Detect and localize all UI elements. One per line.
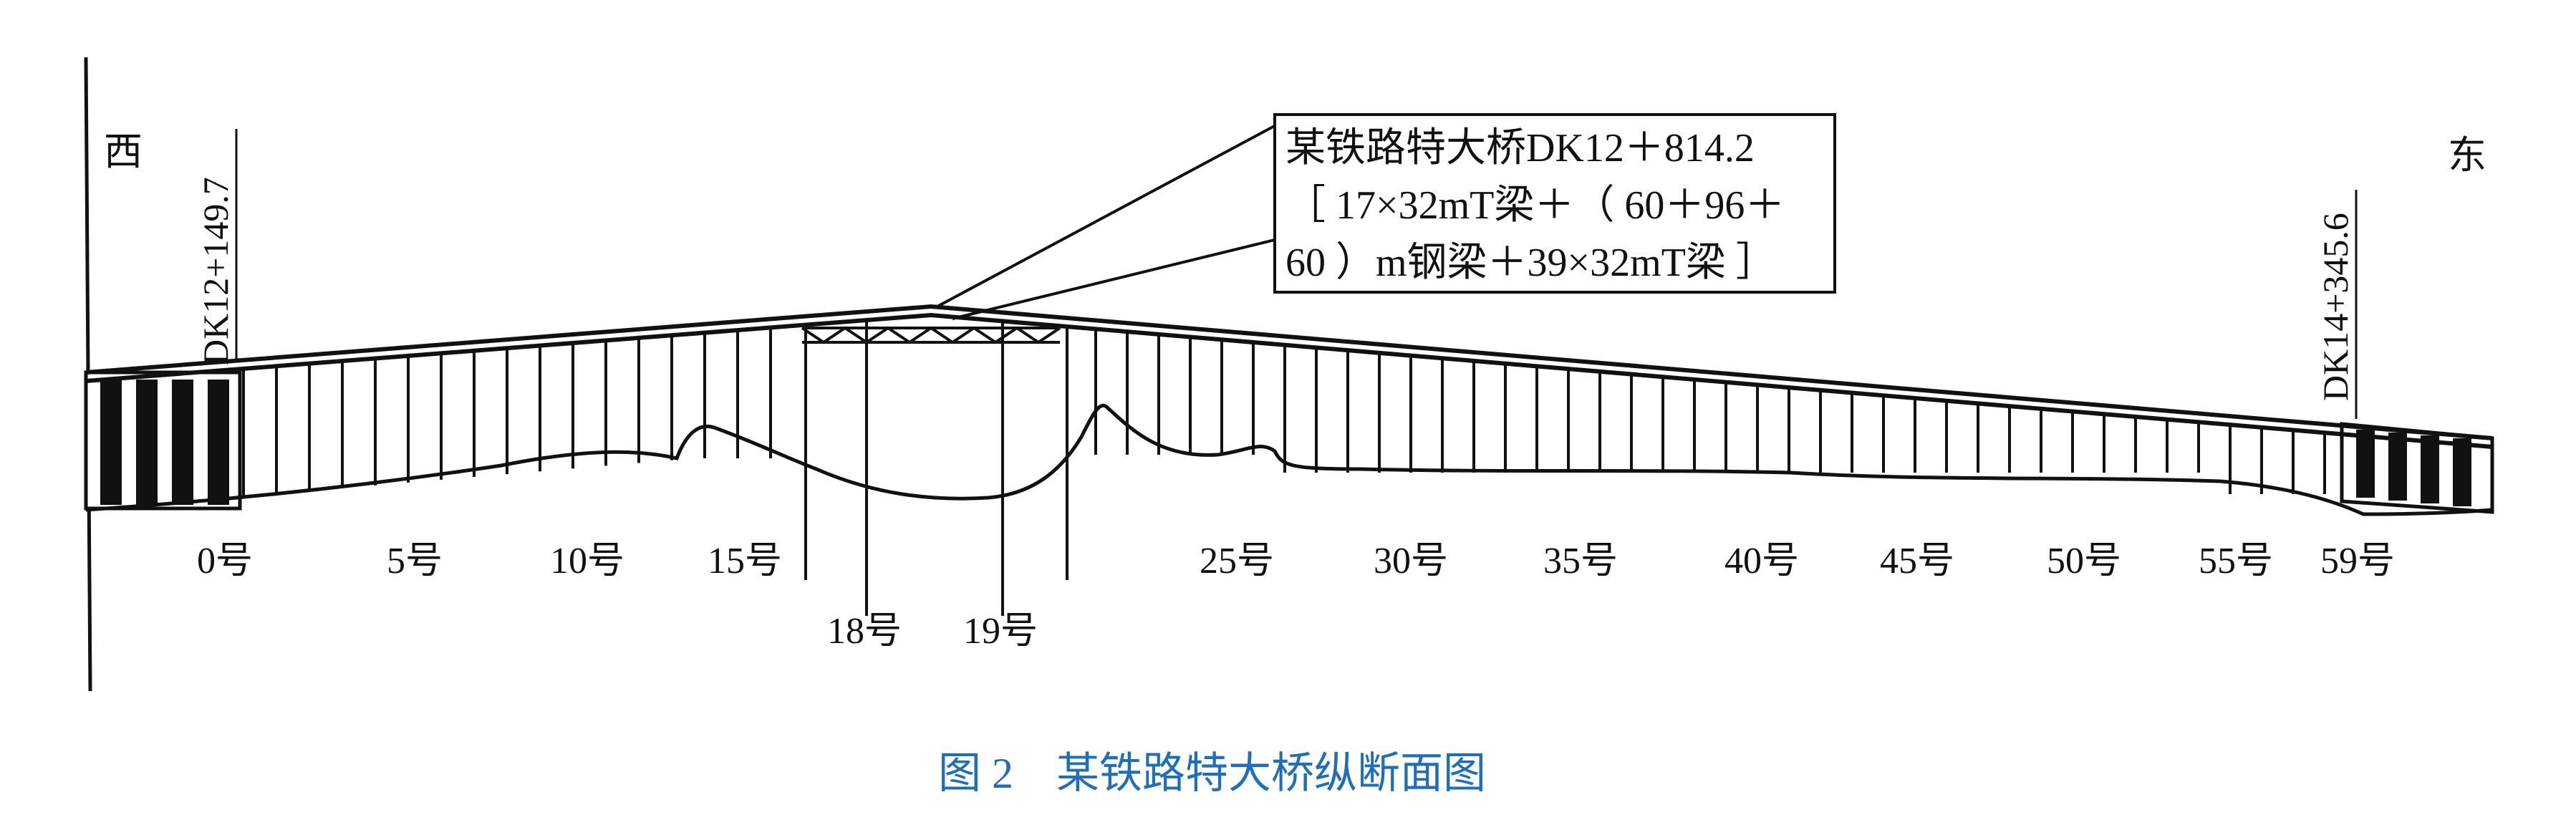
bridge-deck <box>85 304 2493 449</box>
east-embankment <box>2340 422 2494 514</box>
pier-label-35: 35号 <box>1543 541 1618 581</box>
end-station-label: DK14+345.6 <box>2315 213 2355 401</box>
end-station-marker: DK14+345.6 <box>2315 190 2358 419</box>
callout: 某铁路特大桥DK12＋814.2 ［ 17×32mT梁＋（ 60＋96＋ 60 … <box>934 113 1836 320</box>
pier-label-55: 55号 <box>2199 541 2273 581</box>
west-embankment <box>84 370 242 511</box>
pier-label-30: 30号 <box>1374 541 1448 581</box>
pier-label-59: 59号 <box>2320 541 2395 581</box>
pier-label-40: 40号 <box>1724 541 1799 581</box>
ground-line <box>85 403 2493 516</box>
pier-label-0: 0号 <box>197 541 253 581</box>
pier-label-15: 15号 <box>708 541 782 581</box>
steel-truss <box>801 326 1061 344</box>
start-station-label: DK12+149.7 <box>196 177 236 365</box>
pier-label-10: 10号 <box>550 541 624 581</box>
pier-label-19: 19号 <box>963 611 1038 652</box>
pier-label-50: 50号 <box>2047 541 2121 581</box>
east-label: 东 <box>2448 134 2486 177</box>
figure-caption: 图 2 某铁路特大桥纵断面图 <box>938 750 1486 797</box>
callout-line-1: 某铁路特大桥DK12＋814.2 <box>1285 126 1755 170</box>
pier-columns <box>242 320 2326 616</box>
pier-label-18: 18号 <box>827 611 902 652</box>
pier-label-25: 25号 <box>1200 541 1274 581</box>
callout-line-2: ［ 17×32mT梁＋（ 60＋96＋ <box>1285 183 1785 228</box>
pier-label-45: 45号 <box>1880 541 1954 581</box>
start-station-marker: DK12+149.7 <box>196 129 238 365</box>
west-label: 西 <box>104 130 143 173</box>
callout-line-3: 60 ）m钢梁＋39×32mT梁 ］ <box>1285 241 1776 285</box>
pier-label-5: 5号 <box>387 541 443 581</box>
